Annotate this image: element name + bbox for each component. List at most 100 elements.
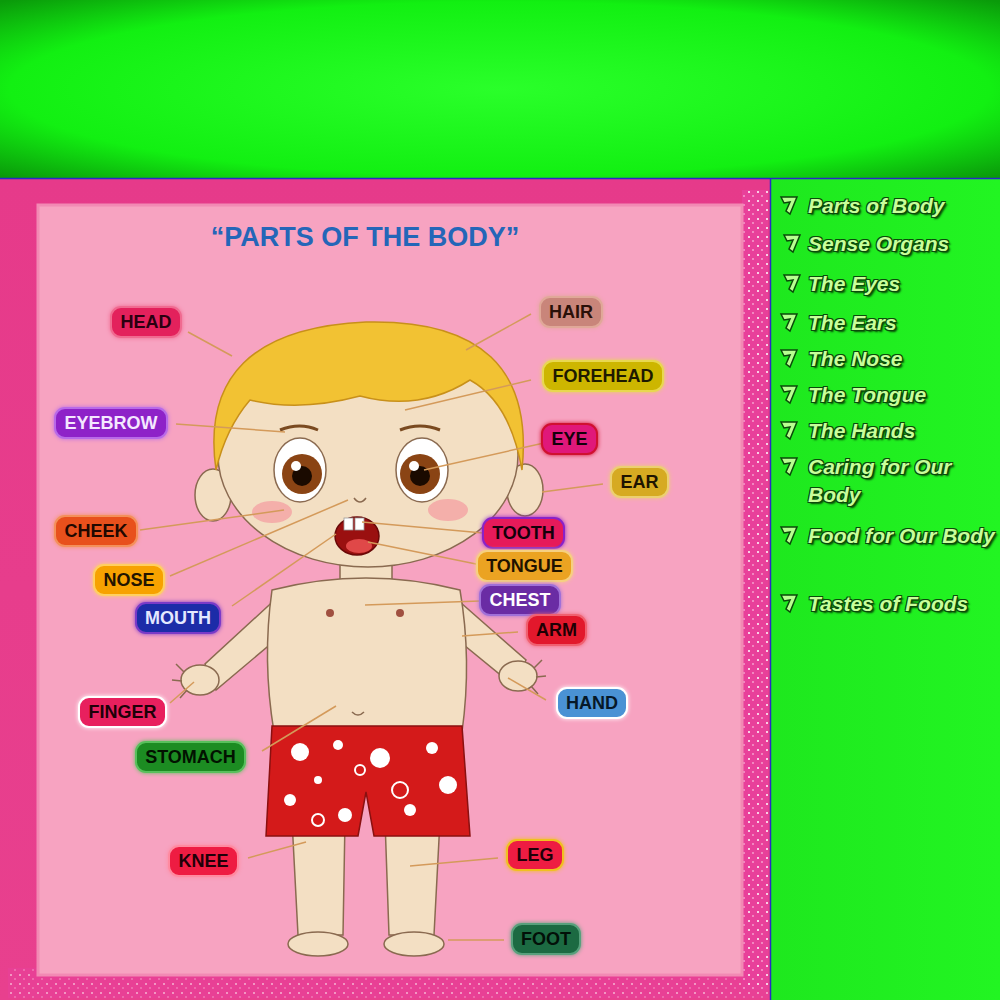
menu-icons-part bbox=[781, 314, 797, 331]
label-pill: NOSE bbox=[93, 564, 165, 596]
child-figure-part bbox=[385, 820, 440, 935]
menu-item: The Tongue bbox=[808, 381, 996, 409]
child-figure-part-part bbox=[284, 794, 296, 806]
label-pill: STOMACH bbox=[135, 741, 246, 773]
child-figure-part bbox=[312, 765, 408, 826]
menu-item: Caring for Our Body bbox=[808, 453, 996, 509]
label-pill: TOOTH bbox=[482, 517, 565, 549]
label-pill: KNEE bbox=[168, 845, 239, 877]
child-figure-part bbox=[396, 438, 448, 502]
label-pill: FINGER bbox=[78, 696, 167, 728]
child-figure-part bbox=[266, 726, 470, 836]
label-pill: HAIR bbox=[539, 296, 603, 328]
background-part bbox=[0, 0, 1000, 178]
leader-lines-part bbox=[365, 601, 480, 605]
menu-icons-part bbox=[781, 350, 797, 367]
child-figure-part bbox=[531, 660, 546, 694]
menu-icons-part bbox=[781, 458, 797, 475]
leader-lines-part bbox=[140, 510, 284, 530]
part-name: FOREHEAD bbox=[552, 364, 653, 388]
part-name: HAIR bbox=[549, 300, 593, 324]
leader-lines-part bbox=[262, 706, 336, 751]
menu-item: Food for Our Body bbox=[808, 522, 996, 550]
leader-lines-part bbox=[368, 542, 481, 565]
child-figure bbox=[172, 322, 546, 956]
leader-lines-part bbox=[405, 380, 531, 410]
part-name: EYE bbox=[551, 427, 587, 451]
part-name: CHEEK bbox=[64, 519, 127, 543]
label-pill: MOUTH bbox=[135, 602, 221, 634]
background-part bbox=[770, 178, 772, 1000]
menu-icons-part bbox=[781, 595, 797, 612]
leader-lines-part bbox=[508, 678, 546, 700]
child-figure-part bbox=[280, 426, 440, 430]
child-figure-part bbox=[352, 712, 364, 715]
part-name: KNEE bbox=[178, 849, 228, 873]
child-figure-part bbox=[428, 499, 468, 521]
menu-item: Parts of Body bbox=[808, 192, 996, 220]
label-pill: EAR bbox=[610, 466, 669, 498]
leader-lines-part bbox=[462, 632, 518, 636]
child-figure-part bbox=[267, 578, 466, 732]
label-pill: FOREHEAD bbox=[542, 360, 664, 392]
part-name: FINGER bbox=[88, 700, 156, 724]
child-figure-part bbox=[354, 498, 366, 502]
leader-lines-part bbox=[542, 484, 603, 492]
label-pill: CHEST bbox=[479, 584, 561, 616]
child-figure-part bbox=[409, 461, 419, 471]
menu-item: The Nose bbox=[808, 345, 996, 373]
leader-lines-part bbox=[188, 332, 232, 356]
child-figure-part-part bbox=[333, 740, 343, 750]
label-pill: EYEBROW bbox=[54, 407, 168, 439]
child-figure-part-part bbox=[312, 814, 324, 826]
part-name: HAND bbox=[566, 691, 618, 715]
background-part bbox=[0, 178, 770, 1000]
leader-lines-part bbox=[232, 534, 336, 606]
child-figure-part bbox=[282, 454, 322, 494]
leader-lines bbox=[140, 314, 603, 940]
menu-item: The Eyes bbox=[808, 270, 996, 298]
background-part bbox=[742, 190, 768, 990]
child-figure-part bbox=[292, 820, 345, 935]
child-figure-part-part bbox=[439, 776, 457, 794]
label-pill: EYE bbox=[541, 423, 598, 455]
child-figure-part-part bbox=[426, 742, 438, 754]
leader-lines-part bbox=[448, 939, 504, 941]
label-pill: LEG bbox=[506, 839, 564, 871]
background-part bbox=[0, 178, 1000, 180]
child-figure-part bbox=[346, 539, 372, 553]
leader-lines-part bbox=[248, 842, 306, 858]
child-figure-part bbox=[274, 438, 326, 502]
background-part bbox=[770, 178, 1000, 1000]
leader-lines-part bbox=[466, 314, 531, 350]
child-figure-part bbox=[284, 740, 457, 822]
menu-icons-part bbox=[784, 235, 800, 252]
part-name: HEAD bbox=[120, 310, 171, 334]
leader-lines-part bbox=[410, 858, 498, 866]
menu-icons bbox=[781, 197, 800, 612]
child-figure-part bbox=[396, 609, 404, 617]
diagram-title: “PARTS OF THE BODY” bbox=[0, 222, 730, 253]
child-figure-part-part bbox=[355, 765, 365, 775]
child-figure-part bbox=[384, 932, 444, 956]
child-figure-part bbox=[326, 609, 334, 617]
menu-item: The Hands bbox=[808, 417, 996, 445]
menu-icons-part bbox=[781, 527, 797, 544]
part-name: NOSE bbox=[103, 568, 154, 592]
leader-lines-part bbox=[170, 682, 194, 703]
leader-lines-part bbox=[362, 522, 483, 533]
label-pill: HEAD bbox=[110, 306, 182, 338]
part-name: CHEST bbox=[489, 588, 550, 612]
background-part bbox=[38, 205, 742, 975]
menu-item: Tastes of Foods bbox=[808, 590, 996, 618]
label-pill: CHEEK bbox=[54, 515, 138, 547]
part-name: LEG bbox=[516, 843, 553, 867]
child-figure-part bbox=[344, 518, 353, 530]
part-name: FOOT bbox=[521, 927, 571, 951]
leader-lines-part bbox=[424, 443, 544, 470]
menu-item: Sense Organs bbox=[808, 230, 996, 258]
child-figure-part-part bbox=[370, 748, 390, 768]
part-name: EYEBROW bbox=[64, 411, 157, 435]
part-name: EAR bbox=[620, 470, 658, 494]
